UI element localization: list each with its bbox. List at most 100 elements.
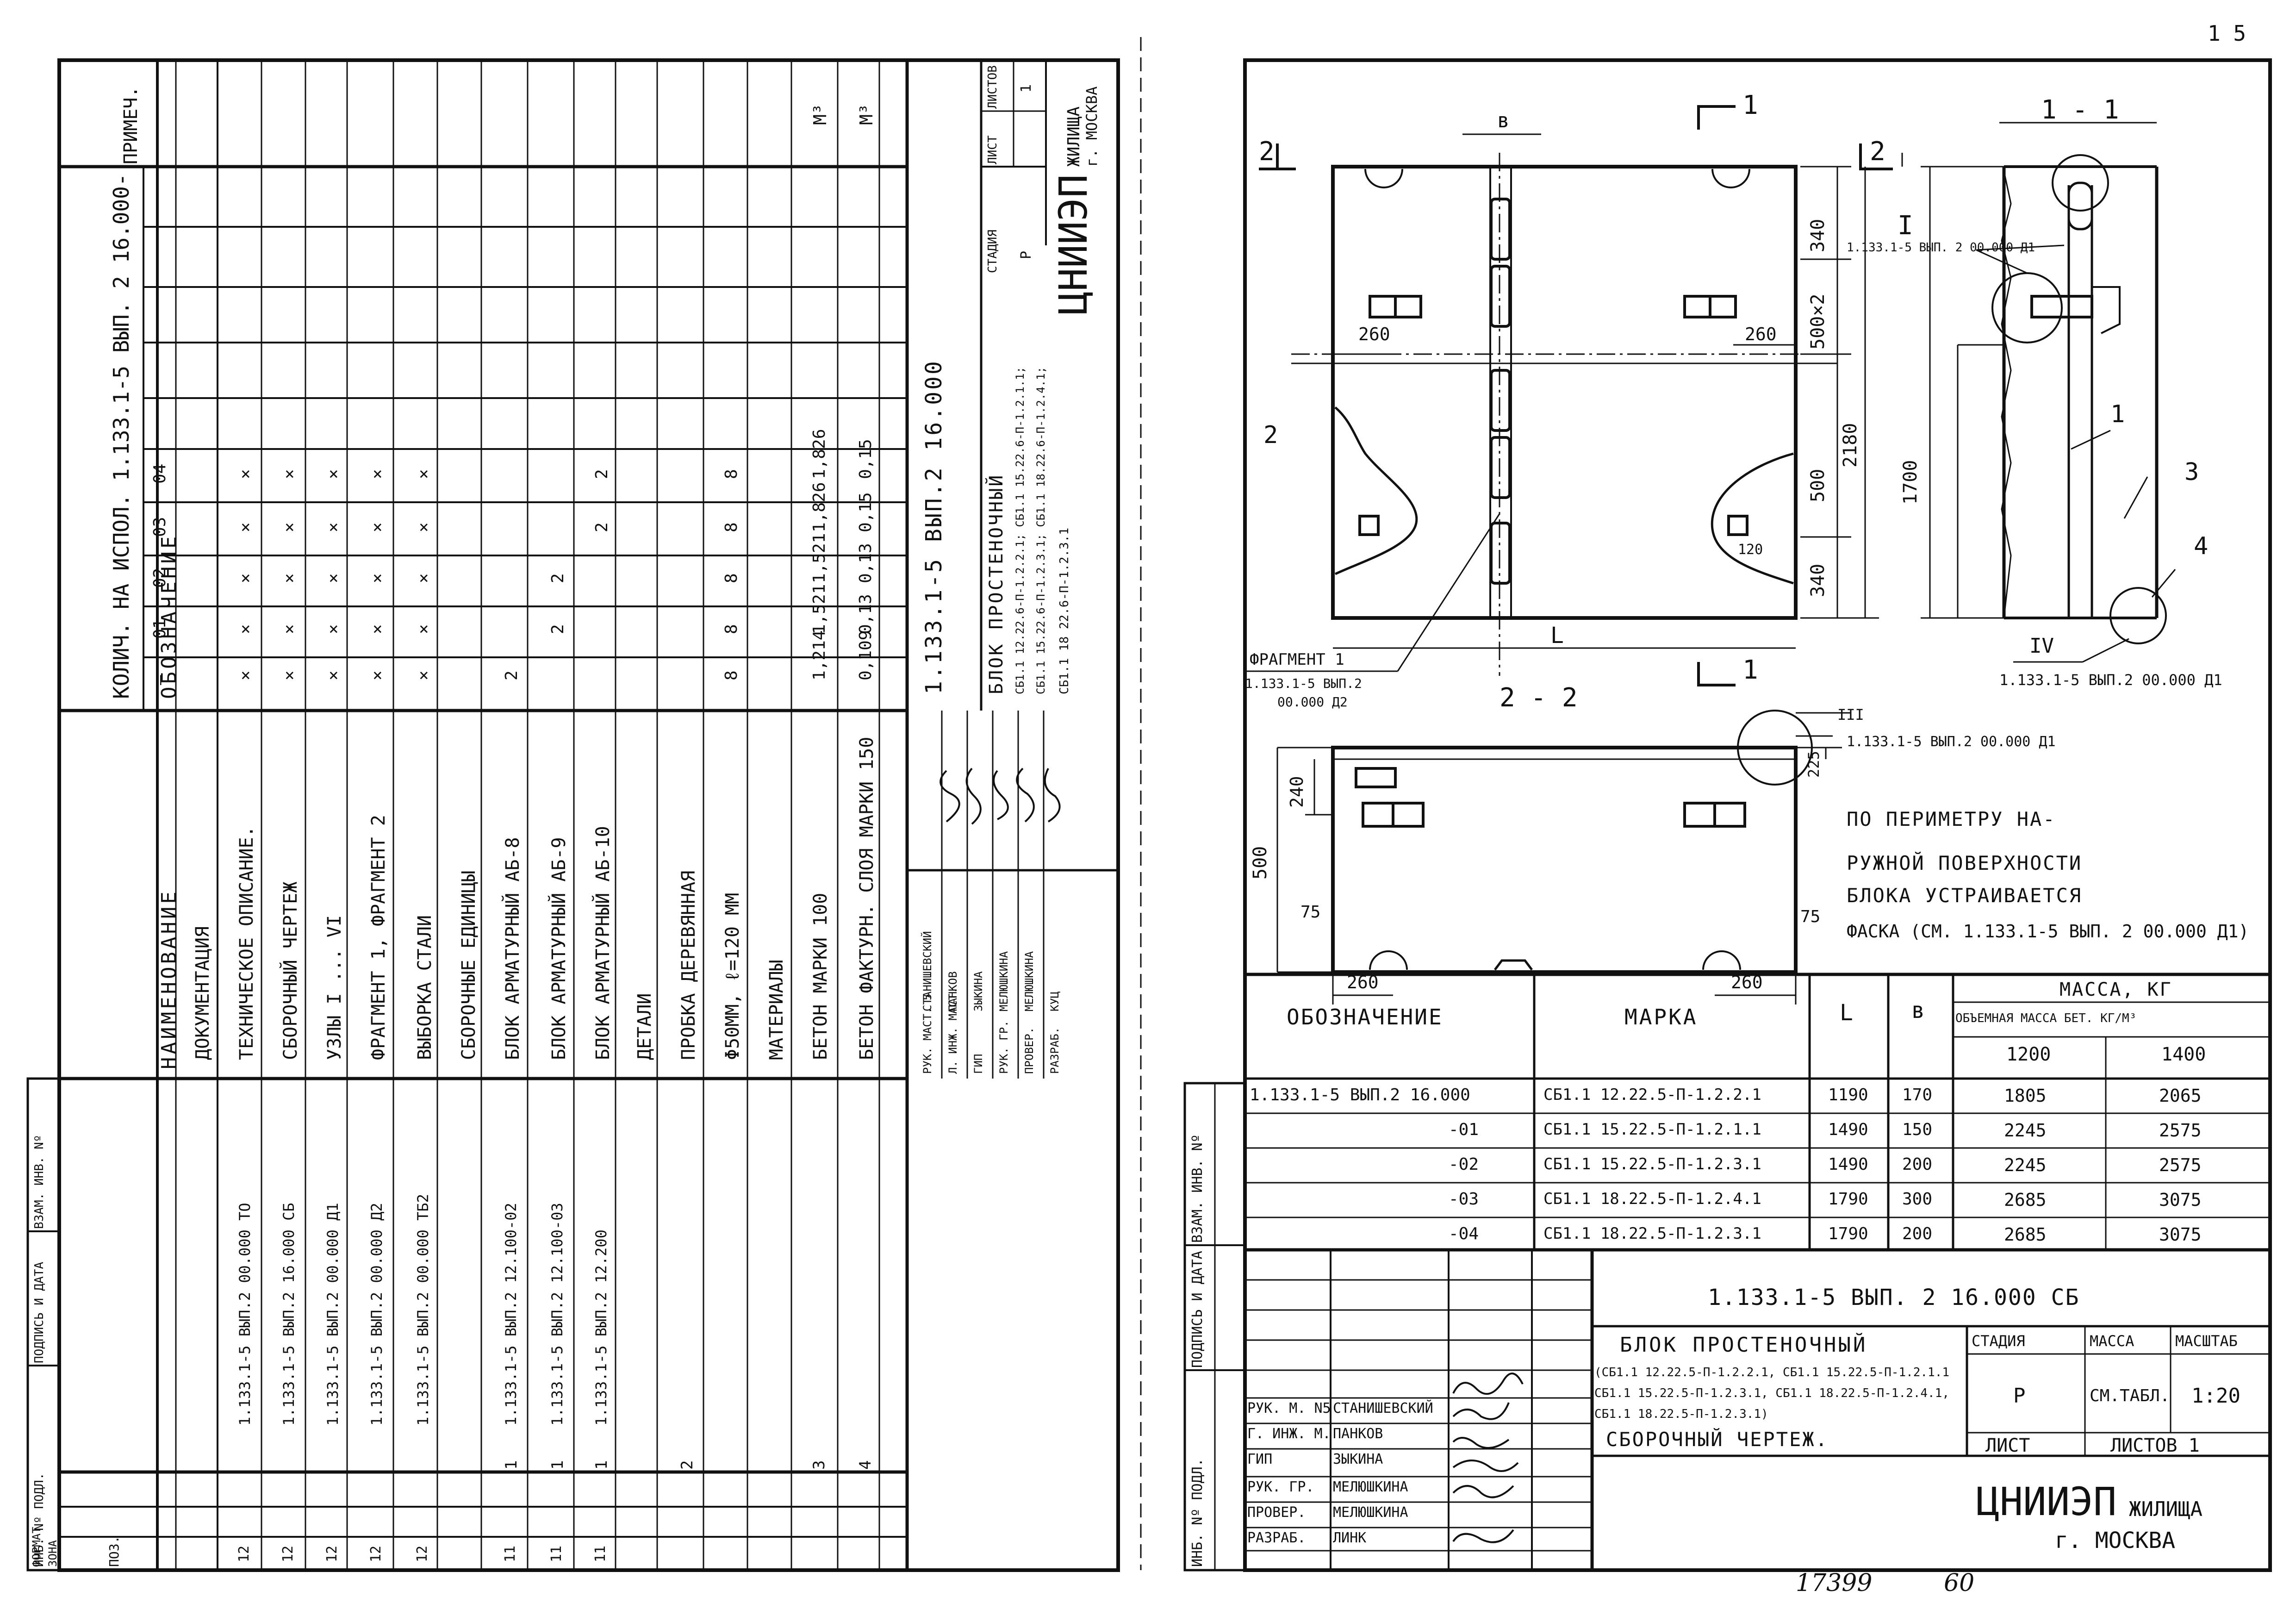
row-name: СБОРОЧНЫЕ ЕДИНИЦЫ — [458, 870, 479, 1060]
corner-mark: 1 5 — [2208, 21, 2246, 46]
row-qty: × — [324, 670, 343, 680]
mass-table-cell: 2685 — [2004, 1190, 2047, 1210]
dim-260-left: 260 — [1358, 324, 1390, 344]
sig-role: РАЗРАБ. — [1247, 1530, 1306, 1546]
row-name: ФРАГМЕНТ 1, ФРАГМЕНТ 2 — [368, 815, 389, 1060]
dim-b: в — [1497, 109, 1510, 132]
mass-table-cell: 3075 — [2159, 1224, 2202, 1245]
node-I-label: I — [1898, 211, 1913, 241]
dim-260-br: 260 — [1731, 972, 1763, 992]
mass-table-cell: 1490 — [1828, 1155, 1868, 1174]
row-name: БЕТОН МАРКИ 100 — [810, 892, 831, 1060]
footer-doc-number: 17399 — [1796, 1569, 1873, 1597]
node-III-ref: 1.133.1-5 ВЫП.2 00.000 Д1 — [1847, 734, 2056, 750]
dim-120: 120 — [1738, 542, 1763, 558]
mass-table-cell: 2575 — [2159, 1155, 2202, 1175]
sig-name: ЛИНК — [1333, 1530, 1367, 1546]
row-qty: 0,13 — [856, 594, 875, 634]
pos-3-callout: 3 — [2184, 458, 2199, 486]
mass-table-cell: -02 — [1449, 1155, 1479, 1174]
mass-table-cell: 1190 — [1828, 1085, 1868, 1104]
row-qty: 0,109 — [856, 630, 875, 680]
node-IV-label: IV — [2029, 634, 2054, 658]
row-qty: 2 — [502, 670, 521, 680]
mass-table-cell: 2575 — [2159, 1120, 2202, 1141]
mass-table-cell: СБ1.1 18.22.5-П-1.2.4.1 — [1543, 1190, 1761, 1208]
row-name: ДЕТАЛИ — [634, 993, 655, 1061]
right-sheet-label: ЛИСТ — [1985, 1435, 2030, 1456]
row-qty: 2 — [592, 469, 611, 479]
row-format: 12 — [414, 1545, 430, 1562]
right-doc-type: СБОРОЧНЫЙ ЧЕРТЕЖ. — [1606, 1428, 1829, 1451]
sig-name: ЗЫКИНА — [972, 971, 985, 1011]
row-pos: 1 — [502, 1460, 521, 1470]
mass-table-cell: СБ1.1 15.22.5-П-1.2.3.1 — [1543, 1155, 1761, 1173]
mass-table-cell: 1790 — [1828, 1190, 1868, 1209]
mass-table-cell: СБ1.1 15.22.5-П-1.2.1.1 — [1543, 1120, 1761, 1139]
row-qty: × — [280, 624, 299, 634]
dim-260-bl: 260 — [1347, 972, 1379, 992]
left-title-marks-0: СБ1.1 12.22.6-П-1.2.2.1; СБ1.1 15.22.6-П… — [1014, 366, 1027, 694]
row-name: ВЫБОРКА СТАЛИ — [414, 915, 436, 1060]
mass-table-cell: -01 — [1449, 1120, 1479, 1139]
right-stamp-0: ИНБ. Nº ПОДЛ. — [1189, 1458, 1206, 1567]
row-qty: × — [236, 670, 255, 680]
row-qty: 8 — [722, 469, 741, 479]
mass-table-cell: 2685 — [2004, 1224, 2047, 1245]
row-qty: 1,826 — [810, 482, 829, 532]
row-format: 11 — [502, 1545, 518, 1562]
left-org-sub: ЖИЛИЩА — [1064, 106, 1083, 167]
sig-role: ГИП — [972, 1054, 985, 1074]
row-qty: 0,15 — [856, 492, 875, 532]
sig-name: СТАНИШЕВСКИЙ — [921, 931, 934, 1011]
row-qty: × — [414, 573, 433, 583]
node-III-label: III — [1837, 706, 1864, 724]
right-stage: Р — [2013, 1384, 2026, 1408]
sig-name: ПАНКОВ — [1333, 1426, 1383, 1442]
left-stage: Р — [1018, 250, 1034, 259]
footer-page: 60 — [1944, 1569, 1975, 1597]
row-qty: 1,826 — [810, 429, 829, 479]
dim-1700: 1700 — [1900, 460, 1921, 505]
mass-table-cell: 1490 — [1828, 1120, 1868, 1139]
dim-340-bottom: 340 — [1807, 563, 1829, 597]
dim-75-right: 75 — [1800, 907, 1821, 926]
view-2-2: 2 - 2 — [1500, 683, 1578, 713]
left-title-marks-2: СБ1.1 18 22.6-П-1.2.3.1 — [1058, 527, 1071, 694]
mass-table-cell: 1805 — [2004, 1085, 2047, 1106]
row-qty: 8 — [722, 624, 741, 634]
dim-2180: 2180 — [1840, 423, 1861, 468]
row-pos: 1 — [548, 1460, 567, 1470]
note-line-3: ФАСКА (СМ. 1.133.1-5 ВЫП. 2 00.000 Д1) — [1847, 921, 2249, 942]
rt-header-1200: 1200 — [2006, 1044, 2051, 1065]
header-designation: ОБОЗНАЧЕНИЕ — [157, 533, 181, 699]
node-I-ref: 1.133.1-5 ВЫП. 2 00.000 Д1 — [1847, 241, 2035, 255]
dim-340-top: 340 — [1807, 218, 1829, 252]
row-designation: 1.133.1-5 ВЫП.2 16.000 СБ — [280, 1203, 298, 1426]
row-name: БЛОК АРМАТУРНЫЙ АБ-10 — [592, 826, 614, 1060]
qty-col-2: 02 — [150, 568, 169, 588]
row-qty: 2 — [548, 624, 567, 634]
row-format: 11 — [592, 1545, 609, 1562]
sig-name: СТАНИШЕВСКИЙ — [1333, 1400, 1433, 1416]
row-note: М³ — [856, 104, 877, 125]
mass-table-cell: 1.133.1-5 ВЫП.2 16.000 — [1250, 1085, 1470, 1104]
header-name: НАИМЕНОВАНИЕ — [157, 889, 181, 1069]
row-qty: 8 — [722, 670, 741, 680]
qty-col-1: 01 — [150, 618, 169, 639]
row-format: 11 — [548, 1545, 565, 1562]
row-format: 12 — [368, 1545, 384, 1562]
row-qty: 0,15 — [856, 439, 875, 479]
row-designation: 1.133.1-5 ВЫП.2 00.000 ТБ2 — [414, 1194, 432, 1426]
cut-1-bottom: 1 — [1742, 655, 1758, 685]
left-title-code: 1.133.1-5 ВЫП.2 16.000 — [921, 359, 947, 694]
row-designation: 1.133.1-5 ВЫП.2 00.000 ТО — [236, 1203, 254, 1426]
row-name: БЕТОН ФАКТУРН. СЛОЯ МАРКИ 150 — [856, 736, 877, 1060]
right-mass-label: МАССА — [2090, 1332, 2134, 1350]
row-designation: 1.133.1-5 ВЫП.2 00.000 Д1 — [324, 1203, 342, 1426]
right-city: г. МОСКВА — [2055, 1528, 2176, 1553]
sig-role: РУК. М. N5 — [1247, 1400, 1331, 1416]
mass-table-cell: 200 — [1902, 1155, 1933, 1174]
row-qty: × — [414, 522, 433, 532]
